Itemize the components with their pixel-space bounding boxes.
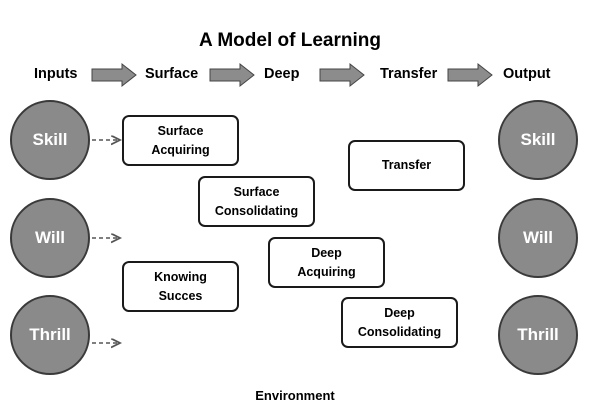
phase-label-surface: Surface: [145, 66, 199, 82]
phase-label-output: Output: [503, 66, 551, 82]
phase-arrow-4: [447, 62, 493, 88]
phase-label-transfer: Transfer: [380, 66, 438, 82]
environment-label: Environment: [255, 388, 335, 403]
box-surface-acquiring-line1: Surface: [157, 123, 204, 138]
output-will-label: Will: [522, 228, 554, 247]
box-knowing-succes-line1: Knowing: [154, 269, 207, 284]
phase-arrow-2: [209, 62, 255, 88]
phase-arrow-1: [91, 62, 137, 88]
box-surface-consolidating-line2: Consolidating: [214, 203, 299, 218]
phase-arrow-3: [319, 62, 365, 88]
box-transfer: Transfer: [348, 140, 465, 191]
box-deep-acquiring-line1: Deep: [311, 245, 342, 260]
input-thrill-label: Thrill: [29, 325, 71, 344]
output-circle-will: Will: [498, 198, 578, 278]
input-circle-will: Will: [10, 198, 90, 278]
box-surface-consolidating-line1: Surface: [233, 184, 280, 199]
input-skill-label: Skill: [32, 130, 68, 149]
diagram-title: A Model of Learning: [199, 30, 381, 51]
box-surface-acquiring-line2: Acquiring: [151, 142, 210, 157]
box-deep-acquiring-line2: Acquiring: [297, 264, 356, 279]
output-circle-skill: Skill: [498, 100, 578, 180]
phase-label-deep: Deep: [264, 66, 300, 82]
box-knowing-succes-line2: Succes: [158, 288, 203, 303]
box-transfer-label: Transfer: [381, 158, 432, 172]
phase-label-inputs: Inputs: [34, 66, 78, 82]
input-will-label: Will: [34, 228, 66, 247]
input-circle-skill: Skill: [10, 100, 90, 180]
output-skill-label: Skill: [520, 130, 556, 149]
output-circle-thrill: Thrill: [498, 295, 578, 375]
output-thrill-label: Thrill: [517, 325, 559, 344]
box-deep-consolidating-line2: Consolidating: [357, 324, 442, 339]
input-circle-thrill: Thrill: [10, 295, 90, 375]
box-deep-consolidating-line1: Deep: [384, 305, 415, 320]
